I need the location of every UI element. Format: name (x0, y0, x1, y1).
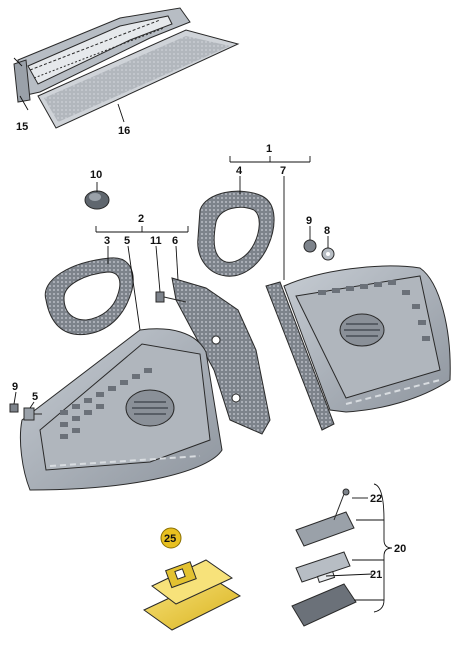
license-light-assembly (291, 488, 357, 627)
seal-strip (265, 281, 335, 431)
nut-parts-right (303, 239, 335, 261)
tail-lamp-right (283, 265, 451, 413)
callout-25: 25 (164, 533, 176, 545)
license-lamp-highlighted (143, 559, 242, 631)
callout-3: 3 (104, 235, 110, 247)
bolt-left (9, 403, 42, 421)
callout-4: 4 (236, 165, 243, 177)
callout-2: 2 (138, 213, 144, 225)
lamp-grid-left (60, 368, 152, 439)
callout-5-upper: 5 (124, 235, 130, 247)
callout-22: 22 (370, 493, 382, 505)
tail-lamp-left (19, 328, 223, 491)
callout-20: 20 (394, 543, 406, 555)
callout-16: 16 (118, 125, 130, 137)
callout-9-right: 9 (306, 215, 312, 227)
callout-25-badge (160, 527, 182, 549)
callout-9-left: 9 (12, 381, 18, 393)
leader-lines (13, 57, 393, 613)
callout-21: 21 (370, 569, 382, 581)
callout-1: 1 (266, 143, 272, 155)
third-brake-light (13, 7, 191, 103)
callout-7: 7 (280, 165, 286, 177)
callout-11: 11 (150, 235, 162, 247)
mounting-bracket (171, 277, 271, 435)
brake-light-lens (37, 29, 240, 129)
callout-5-lower: 5 (32, 391, 38, 403)
callout-8: 8 (324, 225, 330, 237)
callout-labels: 15 16 10 2 3 5 11 6 1 4 7 9 8 9 5 22 20 … (12, 121, 406, 581)
gasket-right (197, 190, 275, 277)
callout-15: 15 (16, 121, 28, 133)
callout-10: 10 (90, 169, 102, 181)
cap-part (84, 190, 110, 210)
callout-6: 6 (172, 235, 178, 247)
gasket-left (44, 257, 134, 336)
